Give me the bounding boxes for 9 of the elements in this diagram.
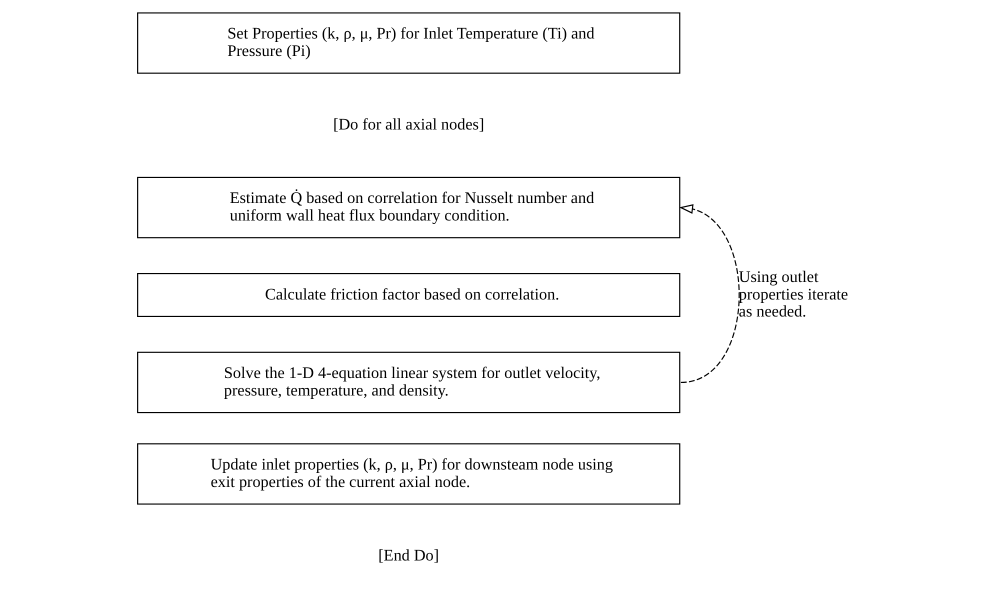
arrow xyxy=(679,204,740,384)
node-box: Calculate friction factor based on correlation. xyxy=(137,273,680,317)
node-box: Update inlet properties (k, ρ, μ, Pr) for downsteam node using exit properties of the current axial node. xyxy=(137,443,680,505)
edge-label: Using outlet properties iterate as needed. xyxy=(738,268,848,321)
node-box: Solve the 1-D 4-equation linear system for outlet velocity, pressure, temperature, and density. xyxy=(137,352,680,414)
label: [Do for all axial nodes] xyxy=(333,116,484,134)
label: [End Do] xyxy=(378,546,440,564)
node-box: Estimate Q̇ based on correlation for Nusselt number and uniform wall heat flux boundary condition. xyxy=(137,176,680,238)
node-box: Set Properties (k, ρ, μ, Pr) for Inlet Temperature (Ti) and Pressure (Pi) xyxy=(137,12,680,74)
